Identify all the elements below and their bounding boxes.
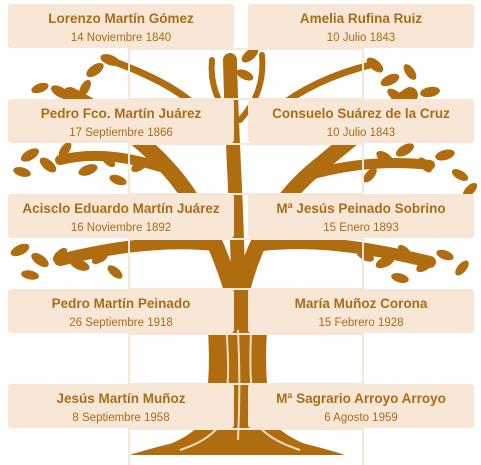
person-name: María Muñoz Corona: [294, 296, 428, 311]
person-name: Lorenzo Martín Gómez: [48, 11, 194, 26]
person-birth-date: 10 Julio 1843: [326, 127, 396, 139]
person-birth-date: 15 Febrero 1928: [318, 317, 404, 329]
person-birth-date: 14 Noviembre 1840: [70, 32, 172, 44]
person-birth-date: 16 Noviembre 1892: [70, 222, 172, 234]
connector: [128, 48, 364, 100]
person-birth-date: 10 Julio 1843: [326, 32, 396, 44]
person-card[interactable]: Acisclo Eduardo Martín Juárez 16 Noviemb…: [8, 194, 234, 238]
person-card[interactable]: María Muñoz Corona 15 Febrero 1928: [248, 289, 474, 333]
person-birth-date: 8 Septiembre 1958: [72, 412, 170, 424]
person-name: Mª Jesús Peinado Sobrino: [276, 201, 446, 216]
connector: [128, 428, 364, 465]
person-card[interactable]: Consuelo Suárez de la Cruz 10 Julio 1843: [248, 99, 474, 143]
person-card[interactable]: Lorenzo Martín Gómez 14 Noviembre 1840: [8, 4, 234, 48]
person-card[interactable]: Mª Jesús Peinado Sobrino 15 Enero 1893: [248, 194, 474, 238]
person-birth-date: 26 Septiembre 1918: [69, 317, 173, 329]
person-birth-date: 17 Septiembre 1866: [69, 127, 173, 139]
connector: [128, 238, 364, 290]
person-name: Acisclo Eduardo Martín Juárez: [22, 201, 220, 216]
connector: [128, 143, 364, 195]
person-card[interactable]: Amelia Rufina Ruiz 10 Julio 1843: [248, 4, 474, 48]
person-card[interactable]: Pedro Fco. Martín Juárez 17 Septiembre 1…: [8, 99, 234, 143]
person-birth-date: 15 Enero 1893: [323, 222, 399, 234]
person-name: Amelia Rufina Ruiz: [299, 11, 423, 26]
connector: [128, 333, 364, 385]
person-name: Mª Sagrario Arroyo Arroyo: [276, 391, 446, 406]
person-name: Pedro Fco. Martín Juárez: [40, 106, 202, 121]
person-name: Pedro Martín Peinado: [51, 296, 191, 311]
person-card[interactable]: Pedro Martín Peinado 26 Septiembre 1918: [8, 289, 234, 333]
person-name: Consuelo Suárez de la Cruz: [272, 106, 450, 121]
person-card[interactable]: Jesús Martín Muñoz 8 Septiembre 1958: [8, 384, 234, 428]
person-birth-date: 6 Agosto 1959: [324, 412, 398, 424]
tree-trunk: [130, 300, 345, 455]
person-name: Jesús Martín Muñoz: [56, 391, 186, 406]
person-card[interactable]: Mª Sagrario Arroyo Arroyo 6 Agosto 1959: [248, 384, 474, 428]
